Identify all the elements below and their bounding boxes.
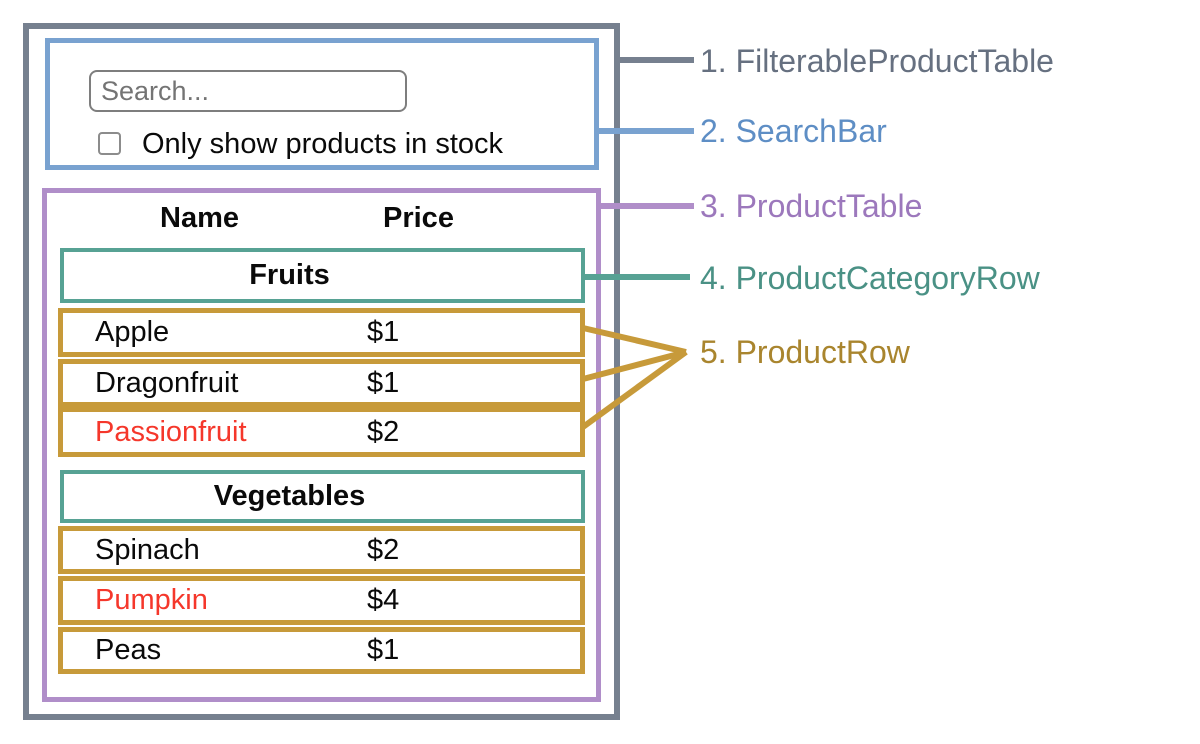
product-price: $2 (367, 415, 400, 448)
product-price: $2 (367, 533, 400, 566)
category-row-vegetables: Vegetables (60, 470, 585, 523)
legend-search-bar: 2. SearchBar (700, 113, 887, 149)
product-row-pumpkin: Pumpkin $4 (58, 576, 585, 625)
product-name: Pumpkin (95, 584, 208, 616)
product-row-passionfruit: Passionfruit $2 (58, 407, 585, 457)
product-name: Passionfruit (95, 415, 247, 448)
column-header-price: Price (383, 202, 454, 234)
product-name: Dragonfruit (95, 366, 239, 399)
product-price: $1 (367, 366, 400, 399)
legend-filterable-product-table: 1. FilterableProductTable (700, 43, 1054, 79)
column-header-name: Name (160, 202, 239, 234)
search-input[interactable] (89, 70, 407, 112)
legend-product-category-row: 4. ProductCategoryRow (700, 260, 1040, 296)
in-stock-checkbox-label: Only show products in stock (142, 128, 504, 160)
in-stock-checkbox[interactable] (98, 132, 121, 155)
product-row-apple: Apple $1 (58, 308, 585, 357)
category-label: Vegetables (213, 480, 366, 512)
product-row-dragonfruit: Dragonfruit $1 (58, 359, 585, 407)
product-price: $1 (367, 316, 400, 348)
legend-product-table: 3. ProductTable (700, 188, 923, 224)
product-name: Apple (95, 316, 170, 348)
category-label: Fruits (249, 259, 330, 291)
product-name: Spinach (95, 533, 200, 566)
product-price: $4 (367, 584, 400, 616)
category-row-fruits: Fruits (60, 248, 585, 303)
legend-product-row: 5. ProductRow (700, 334, 910, 370)
product-row-peas: Peas $1 (58, 627, 585, 674)
product-row-spinach: Spinach $2 (58, 526, 585, 574)
product-name: Peas (95, 634, 162, 666)
product-price: $1 (367, 634, 400, 666)
